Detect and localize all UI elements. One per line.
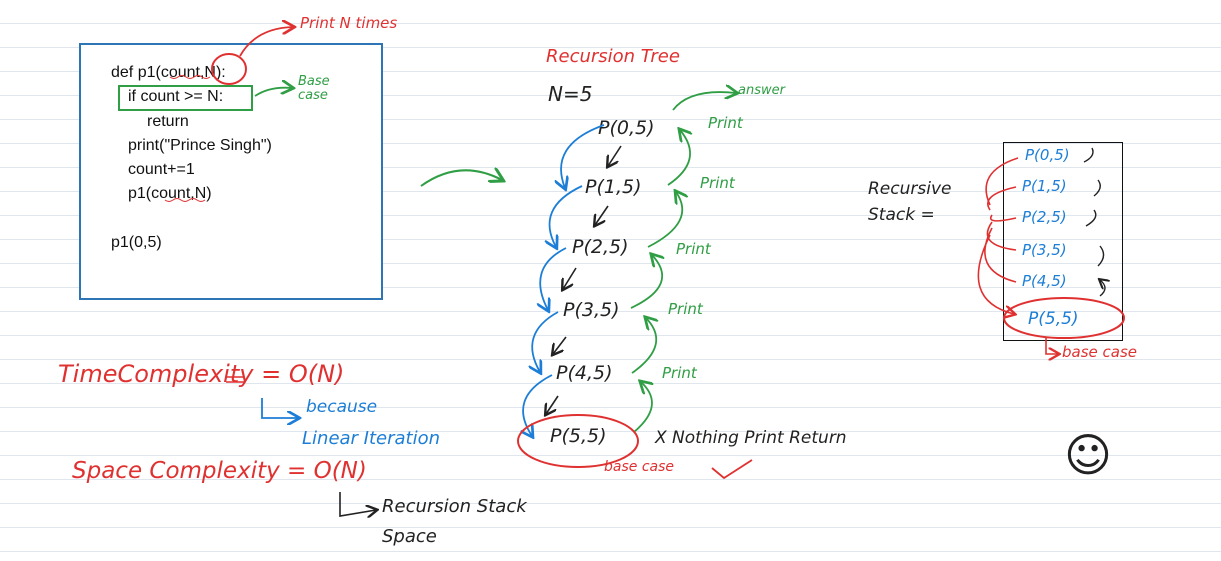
base-case-circle xyxy=(517,414,639,468)
tree-node-2: P(2,5) xyxy=(572,236,629,258)
code-to-tree-arrow xyxy=(420,170,502,187)
smiley-icon: ☺ xyxy=(1064,428,1112,482)
stack-item-5: P(5,5) xyxy=(1028,309,1079,329)
base-case-tick xyxy=(711,459,753,480)
recursion-stack-space-note: Recursion Stack Space xyxy=(382,496,527,547)
print-label-1: Print xyxy=(700,174,735,192)
because-note: because xyxy=(306,397,378,417)
stack-base-arrow xyxy=(1045,338,1058,354)
nothing-print-note: X Nothing Print Return xyxy=(655,428,847,448)
tree-node-0: P(0,5) xyxy=(598,117,655,139)
code-line-recursive-call: p1(count,N) xyxy=(128,185,212,202)
down-arrow-1 xyxy=(595,205,609,225)
print-label-4: Print xyxy=(662,364,697,382)
print-label-3: Print xyxy=(668,300,703,318)
code-underline-1 xyxy=(169,75,211,79)
code-line-invocation: p1(0,5) xyxy=(111,234,162,251)
call-arrow-2 xyxy=(540,247,567,310)
linear-iteration-note: Linear Iteration xyxy=(302,428,441,449)
stack-base-circle xyxy=(1003,297,1125,339)
return-arrow-3 xyxy=(631,318,656,374)
stack-item-1: P(1,5) xyxy=(1022,177,1067,195)
tree-node-1: P(1,5) xyxy=(585,176,642,198)
code-line-if: if count >= N: xyxy=(128,88,224,105)
stack-base-case-note: base case xyxy=(1062,343,1138,361)
print-label-2: Print xyxy=(676,240,711,258)
print-n-times-arrow xyxy=(239,27,293,57)
because-arrow xyxy=(261,398,298,418)
tree-node-5: P(5,5) xyxy=(550,425,607,447)
stack-item-0: P(0,5) xyxy=(1025,146,1070,164)
code-line-def: def p1(count,N): xyxy=(111,64,226,81)
tree-node-4: P(4,5) xyxy=(556,362,613,384)
return-arrow-1 xyxy=(647,192,682,248)
code-line-print: print("Prince Singh") xyxy=(128,137,272,154)
time-complexity: TimeComplexity = O(N) xyxy=(58,360,345,388)
recursive-stack-label: Recursive Stack = xyxy=(868,179,952,225)
recursive-stack-box xyxy=(1003,142,1123,341)
code-line-increment: count+=1 xyxy=(128,161,195,178)
answer-note: answer xyxy=(738,83,785,98)
base-case-note: Base case xyxy=(298,74,330,103)
code-underline-2 xyxy=(164,198,206,202)
stack-red-arrows xyxy=(977,157,1018,314)
space-complexity: Space Complexity = O(N) xyxy=(72,458,367,484)
base-case-arrow xyxy=(254,88,292,97)
tree-base-case-note: base case xyxy=(604,459,675,475)
return-arrow-0 xyxy=(667,130,690,186)
down-arrow-3 xyxy=(553,336,567,354)
call-arrow-0 xyxy=(561,124,605,188)
time-underline xyxy=(226,376,244,383)
code-line-return: return xyxy=(147,113,189,130)
stack-item-4: P(4,5) xyxy=(1022,272,1067,290)
return-arrow-4 xyxy=(633,382,652,433)
down-arrow-2 xyxy=(563,267,577,289)
n-circle xyxy=(211,53,247,85)
tree-title: Recursion Tree xyxy=(546,46,680,67)
call-arrow-3 xyxy=(532,311,559,372)
stack-item-2: P(2,5) xyxy=(1022,208,1067,226)
down-arrow-0 xyxy=(608,145,622,166)
return-arrow-2 xyxy=(630,255,662,309)
print-label-0: Print xyxy=(708,114,743,132)
n-value: N=5 xyxy=(548,82,593,106)
answer-arrow xyxy=(672,92,736,111)
stack-item-3: P(3,5) xyxy=(1022,241,1067,259)
print-n-times-note: Print N times xyxy=(300,14,398,32)
call-arrow-1 xyxy=(550,185,583,247)
call-arrow-4 xyxy=(523,374,553,436)
stack-return-arrows xyxy=(1083,147,1105,297)
down-arrow-4 xyxy=(546,395,559,414)
recursion-space-arrow xyxy=(339,492,376,516)
tree-node-3: P(3,5) xyxy=(563,299,620,321)
base-case-highlight-box xyxy=(118,85,253,111)
